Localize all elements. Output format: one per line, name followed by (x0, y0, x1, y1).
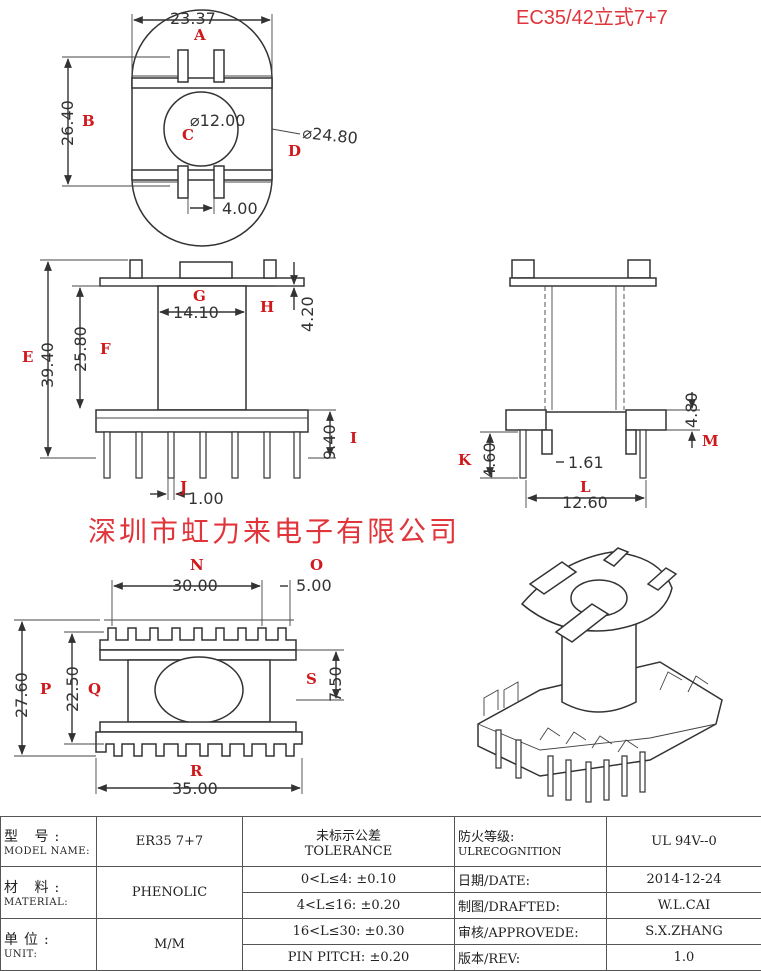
material-label-cn: 材 料: (4, 880, 66, 896)
fire-label-cn: 防火等级: (458, 829, 515, 845)
label-a: A (193, 26, 206, 44)
dim-pin-row: 7.50 (326, 666, 345, 702)
label-s: S (306, 670, 317, 688)
dim-inner-depth: 22.50 (63, 666, 82, 712)
model-label-en: MODEL NAME: (4, 846, 90, 857)
drafted-label: 制图/DRAFTED: (454, 892, 607, 919)
dim-total-width: 35.00 (172, 779, 218, 798)
label-p: P (40, 680, 51, 698)
label-o: O (310, 556, 323, 574)
tolerance-row-4: PIN PITCH: ±0.20 (242, 944, 455, 971)
date-label: 日期/DATE: (454, 866, 607, 893)
label-k: K (458, 451, 472, 469)
dim-slot: 4.00 (222, 199, 258, 218)
dim-pin-length: 4.60 (480, 442, 499, 478)
approved-label: 审核/APPROVEDE: (454, 918, 607, 945)
fire-value: UL 94V--0 (606, 816, 761, 867)
material-label-cell: 材 料: MATERIAL: (0, 866, 97, 919)
isometric-pins (495, 729, 646, 803)
label-h: H (260, 298, 274, 316)
material-label-en: MATERIAL: (4, 897, 69, 908)
dim-total-height: 39.40 (38, 342, 57, 388)
dim-winding-height: 25.80 (71, 326, 90, 372)
unit-label-cell: 单位: UNIT: (0, 918, 97, 971)
tolerance-label-en: TOLERANCE (304, 843, 393, 859)
dim-flange: 4.20 (298, 296, 317, 332)
side-view: 4.60 K 1.61 12.60 L 4.80 M (458, 259, 719, 512)
front-view: 39.40 E 25.80 F 14.10 G 4.20 H 9.40 I 1.… (22, 259, 357, 508)
dim-total-depth: 27.60 (12, 672, 31, 718)
technical-drawing: EC35/42立式7+7 深圳市虹力来电子有限公司 23.37 A 26.40 … (12, 6, 723, 803)
rev-label: 版本/REV: (454, 944, 607, 971)
label-e: E (22, 348, 33, 366)
label-q: Q (88, 680, 101, 698)
drawing-title: EC35/42立式7+7 (516, 6, 668, 29)
front-view-pins (103, 431, 301, 479)
tolerance-label-cn: 未标示公差 (315, 828, 381, 844)
unit-label-en: UNIT: (4, 949, 38, 960)
dim-base-height: 9.40 (320, 424, 339, 460)
label-m: M (702, 432, 719, 450)
fire-label-en: ULRECOGNITION (458, 844, 562, 858)
company-name: 深圳市虹力来电子有限公司 (88, 515, 460, 548)
tolerance-row-2: 4<L≤16: ±0.20 (242, 892, 455, 919)
top-view: 23.37 A 26.40 B ⌀12.00 C ⌀24.80 D 4.00 (58, 9, 359, 247)
fire-label-cell: 防火等级: ULRECOGNITION (454, 816, 607, 867)
label-r: R (190, 762, 203, 780)
dim-outer: ⌀24.80 (302, 123, 359, 148)
dim-pin-offset: 1.61 (568, 453, 604, 472)
bottom-view: 30.00 N 5.00 O 27.60 P 22.50 Q 7.50 S 35… (12, 556, 345, 798)
label-b: B (82, 112, 95, 130)
dim-pin-dia: 1.00 (188, 489, 224, 508)
dim-bore: ⌀12.00 (190, 111, 245, 130)
dim-top-height: 26.40 (58, 100, 77, 146)
isometric-view (477, 547, 723, 803)
label-c: C (182, 126, 194, 144)
drafted-value: W.L.CAI (606, 892, 761, 919)
dim-pin-pitch: 5.00 (296, 576, 332, 595)
model-value: ER35 7+7 (96, 816, 243, 867)
approved-value: S.X.ZHANG (606, 918, 761, 945)
dim-top-width: 23.37 (170, 9, 216, 28)
tolerance-row-3: 16<L≤30: ±0.30 (242, 918, 455, 945)
model-label-cell: 型 号: MODEL NAME: (0, 816, 97, 867)
unit-value: M/M (96, 918, 243, 971)
unit-label-cn: 单位: (4, 932, 55, 948)
label-f: F (100, 340, 111, 358)
material-value: PHENOLIC (96, 866, 243, 919)
rev-value: 1.0 (606, 944, 761, 971)
dim-side-base-height: 4.80 (682, 392, 701, 428)
tolerance-row-1: 0<L≤4: ±0.10 (242, 866, 455, 893)
label-d: D (288, 142, 301, 160)
label-l: L (580, 478, 591, 496)
label-g: G (193, 287, 206, 305)
label-j: J (178, 478, 187, 496)
title-block: 型 号: MODEL NAME: ER35 7+7 未标示公差 TOLERANC… (0, 816, 761, 971)
dim-base-width: 12.60 (562, 493, 608, 512)
label-i: I (350, 429, 357, 447)
tolerance-header-cell: 未标示公差 TOLERANCE (242, 816, 455, 867)
dim-core-width: 14.10 (173, 303, 219, 322)
date-value: 2014-12-24 (606, 866, 761, 893)
model-label-cn: 型 号: (4, 829, 66, 845)
dim-pin-span: 30.00 (172, 576, 218, 595)
label-n: N (190, 556, 204, 574)
